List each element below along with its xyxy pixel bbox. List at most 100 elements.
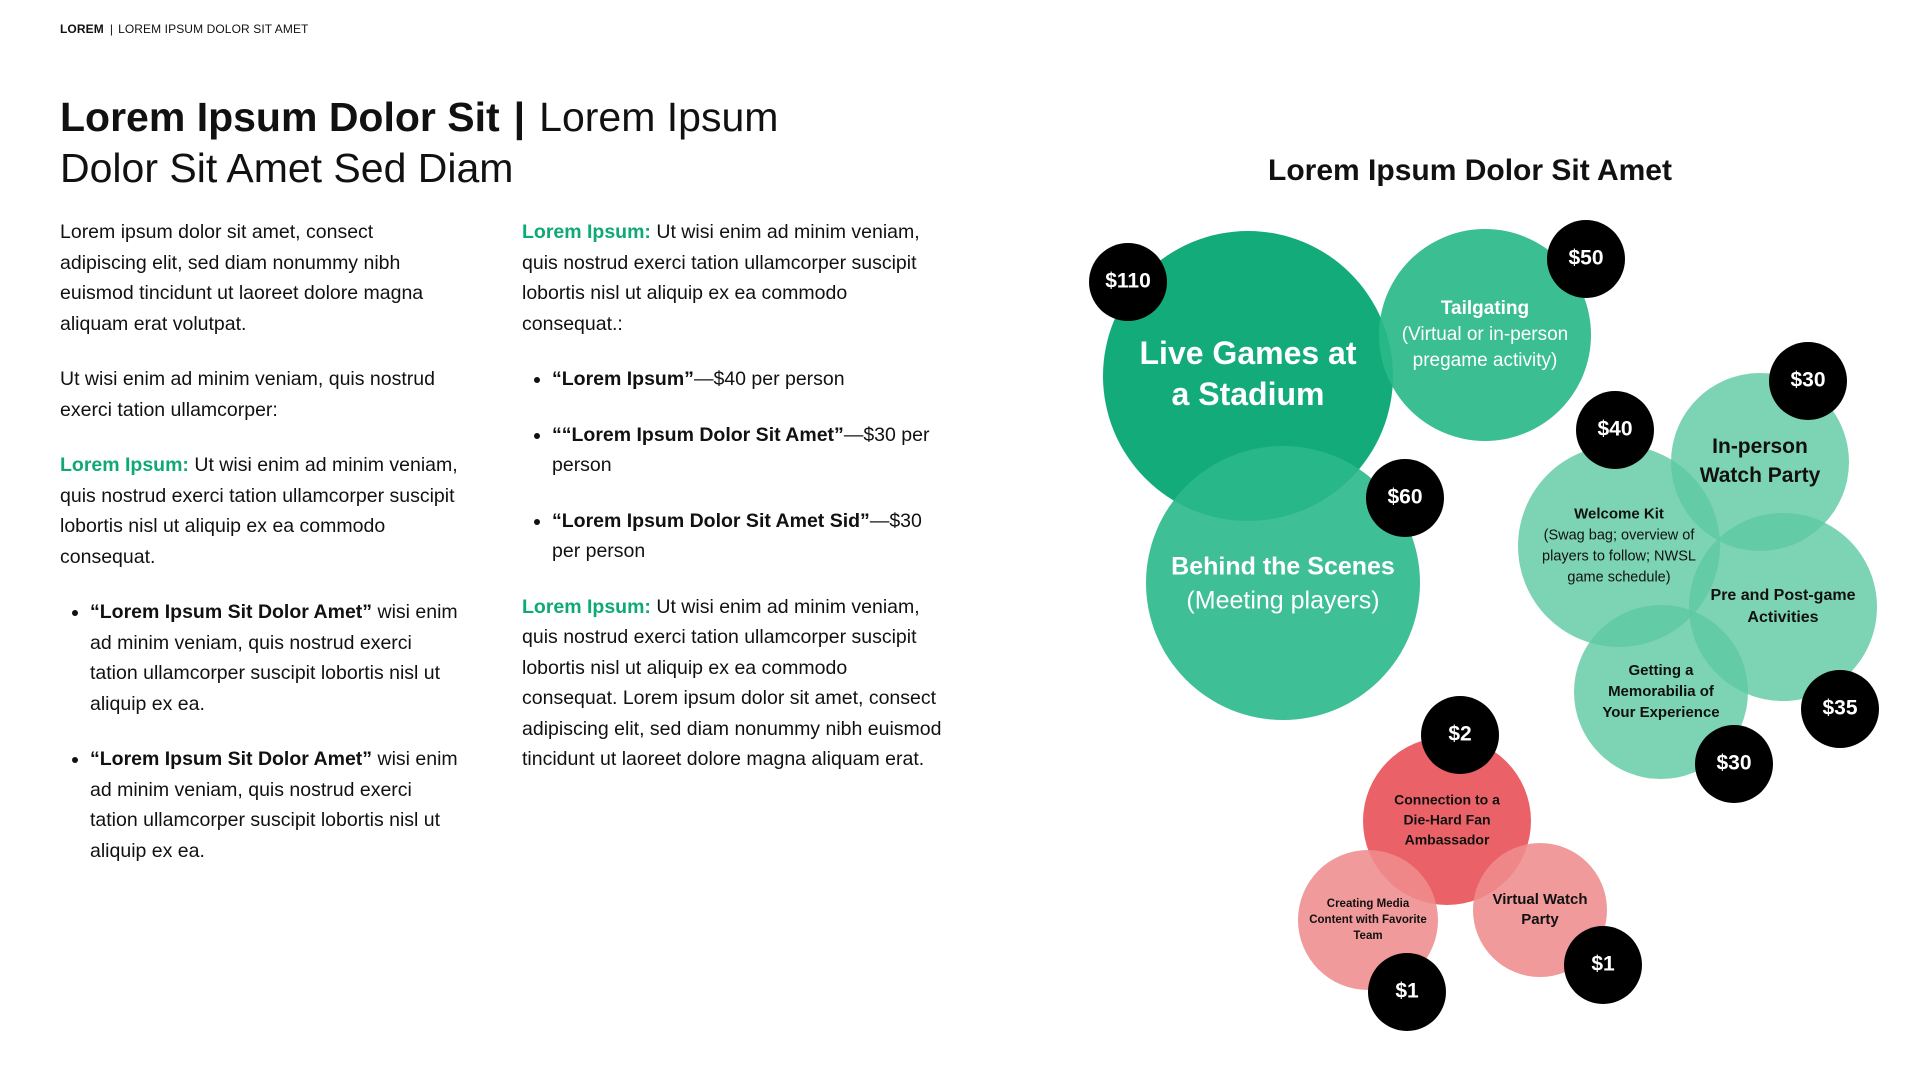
bubble-label-line: Creating Media (1327, 898, 1410, 910)
bubble-label-line: Content with Favorite (1309, 914, 1427, 926)
left-paragraph-2: Ut wisi enim ad minim veniam, quis nostr… (60, 368, 435, 421)
price-badge-circle (1547, 220, 1625, 298)
bullet-text: wisi enim ad minim veniam, quis nostrud … (90, 748, 458, 862)
title-regular-line2: Dolor Sit Amet Sed Diam (60, 145, 514, 191)
bubble-label-line: Ambassador (1405, 832, 1490, 848)
left-text-column: Lorem ipsum dolor sit amet, consect adip… (60, 217, 460, 891)
bubble-label-line: a Stadium (1172, 376, 1325, 412)
bullet-text: —$30 per person (552, 509, 922, 563)
bullet-text: wisi enim ad minim veniam, quis nostrud … (90, 601, 458, 715)
price-badge-circle (1366, 459, 1444, 537)
brand-label: LOREM (60, 22, 104, 36)
middle-text-column: Lorem Ipsum: Ut wisi enim ad minim venia… (522, 217, 942, 800)
bubble-label-line: Connection to a (1394, 792, 1500, 808)
bullet-text: —$30 per person (552, 423, 930, 477)
price-badge-label: $35 (1822, 697, 1857, 720)
bubble-label-line: Behind the Scenes (1171, 553, 1395, 581)
price-badge-virtual-watch: $1 (1564, 926, 1642, 1004)
bubble-tailgating (1379, 229, 1591, 441)
bubble-memorabilia (1574, 605, 1748, 779)
price-badge-ambassador: $2 (1421, 696, 1499, 774)
bubble-behind-scenes (1146, 446, 1420, 720)
bubble-label-behind-scenes: Behind the Scenes (Meeting players) (1171, 553, 1395, 615)
title-bar: | (513, 94, 526, 140)
price-badge-circle (1564, 926, 1642, 1004)
price-badge-watch-party: $30 (1769, 342, 1847, 420)
header-subtitle: LOREM IPSUM DOLOR SIT AMET (118, 22, 309, 36)
left-paragraph-3-text: Ut wisi enim ad minim veniam, quis nostr… (60, 454, 458, 568)
bubble-label-line: Virtual Watch (1492, 891, 1587, 908)
bullet-bold: “Lorem Ipsum Dolor Sit Amet Sid” (552, 509, 870, 532)
bubble-label-line: Watch Party (1700, 464, 1821, 487)
bubble-label-line: Die-Hard Fan (1403, 812, 1490, 828)
bubble-label-line: Party (1521, 911, 1559, 928)
price-badge-memorabilia: $30 (1695, 725, 1773, 803)
diagram-title: Lorem Ipsum Dolor Sit Amet (1268, 154, 1672, 187)
bubble-label-line: Memorabilia of (1608, 683, 1715, 700)
bubble-label-line: (Meeting players) (1186, 587, 1379, 615)
bubble-welcome-kit (1518, 445, 1720, 647)
price-badge-label: $2 (1448, 723, 1471, 746)
mid-paragraph-1-text: Ut wisi enim ad minim veniam, quis nostr… (522, 221, 920, 335)
bubble-label-line: Pre and Post-game (1711, 587, 1856, 604)
list-item: “Lorem Ipsum”—$40 per person (552, 364, 942, 395)
mid-paragraph-2: Lorem Ipsum: Ut wisi enim ad minim venia… (522, 592, 942, 775)
price-badge-label: $40 (1597, 418, 1632, 441)
bubble-label-line: Your Experience (1602, 704, 1719, 721)
bubble-label-line: players to follow; NWSL (1542, 548, 1696, 564)
header-separator: | (109, 22, 114, 36)
price-badge-label: $1 (1591, 953, 1615, 976)
bubble-label-line: (Virtual or in-person (1402, 324, 1569, 345)
bubble-label-line: In-person (1712, 435, 1808, 458)
bubble-label-welcome-kit: Welcome Kit (Swag bag; overview of players… (1542, 505, 1696, 585)
price-badge-tailgating: $50 (1547, 220, 1625, 298)
bullet-bold: ““Lorem Ipsum Dolor Sit Amet” (552, 423, 844, 446)
list-item: “Lorem Ipsum Sit Dolor Amet” wisi enim a… (90, 597, 460, 719)
price-badge-label: $60 (1387, 486, 1422, 509)
list-item: ““Lorem Ipsum Dolor Sit Amet”—$30 per pe… (552, 420, 942, 481)
price-badge-label: $50 (1568, 247, 1603, 270)
left-paragraph-3: Lorem Ipsum: Ut wisi enim ad minim venia… (60, 450, 460, 572)
bullet-bold: “Lorem Ipsum Sit Dolor Amet” (90, 601, 373, 623)
bullet-bold: “Lorem Ipsum Sit Dolor Amet” (90, 748, 373, 770)
bubble-label-line: pregame activity) (1413, 350, 1558, 371)
price-badge-welcome-kit: $40 (1576, 391, 1654, 469)
left-paragraph-3-lead: Lorem Ipsum: (60, 454, 189, 476)
price-badge-label: $1 (1395, 980, 1419, 1003)
bubble-label-line: Tailgating (1441, 298, 1529, 319)
price-badge-label: $30 (1790, 369, 1825, 392)
price-badge-pre-post-game: $35 (1801, 670, 1879, 748)
price-badge-circle (1769, 342, 1847, 420)
page-title: Lorem Ipsum Dolor Sit | Lorem Ipsum Dolor … (60, 92, 880, 194)
bubble-label-line: Activities (1747, 609, 1818, 626)
top-bar: LOREM | LOREM IPSUM DOLOR SIT AMET (60, 22, 308, 36)
bubble-label-line: game schedule) (1567, 569, 1670, 585)
bubble-label-line: Welcome Kit (1574, 505, 1664, 522)
bubble-label-line: (Swag bag; overview of (1544, 527, 1696, 543)
bullet-bold: “Lorem Ipsum” (552, 368, 694, 390)
price-badge-circle (1421, 696, 1499, 774)
title-bold: Lorem Ipsum Dolor Sit (60, 94, 500, 140)
mid-paragraph-1: Lorem Ipsum: Ut wisi enim ad minim venia… (522, 217, 942, 339)
list-item: “Lorem Ipsum Dolor Sit Amet Sid”—$30 per… (552, 506, 942, 567)
price-badge-circle (1801, 670, 1879, 748)
price-badge-live-games: $110 (1089, 243, 1167, 321)
price-badge-circle (1368, 953, 1446, 1031)
bullet-text: —$40 per person (693, 368, 845, 390)
title-regular-line1: Lorem Ipsum (539, 94, 779, 140)
price-badge-behind-scenes: $60 (1366, 459, 1444, 537)
list-item: “Lorem Ipsum Sit Dolor Amet” wisi enim a… (90, 744, 460, 866)
mid-paragraph-2-text: Ut wisi enim ad minim veniam, quis nostr… (522, 595, 942, 771)
price-badge-label: $110 (1105, 270, 1151, 293)
mid-paragraph-2-lead: Lorem Ipsum: (522, 595, 651, 618)
price-badge-circle (1089, 243, 1167, 321)
mid-paragraph-1-lead: Lorem Ipsum: (522, 221, 651, 243)
